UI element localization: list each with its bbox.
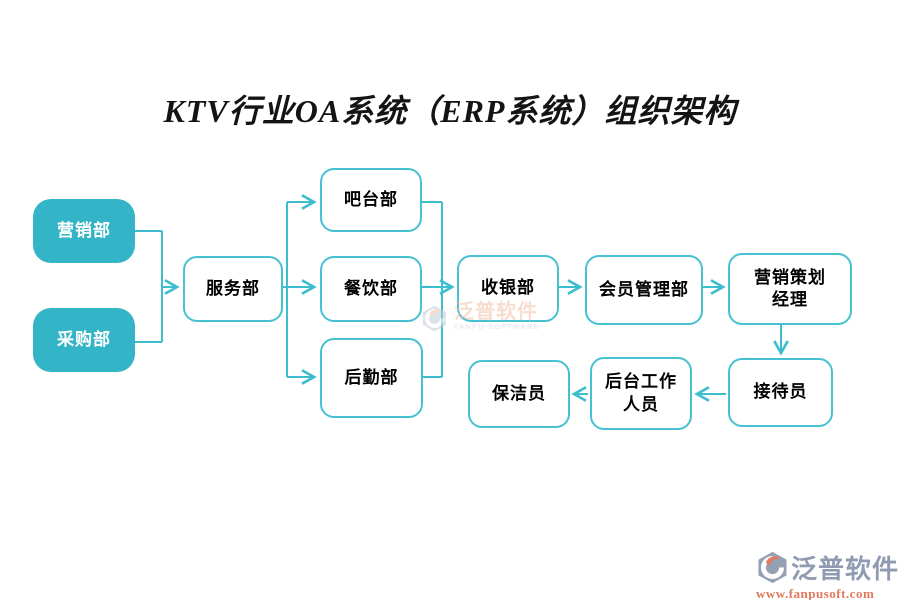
brand-footer: 泛普软件 www.fanpusoft.com — [756, 549, 899, 600]
page-title: KTV行业OA系统（ERP系统）组织架构 — [163, 93, 737, 129]
brand-url-link[interactable]: www.fanpusoft.com — [756, 586, 875, 600]
watermark-name: 泛普软件 — [454, 301, 538, 323]
node-marketing-planning-manager: 营销策划 经理 — [728, 253, 852, 325]
node-membership-dept: 会员管理部 — [585, 255, 703, 325]
fanpu-logo-icon — [423, 305, 446, 332]
center-watermark: 泛普软件 FANPU SOFTWARE — [421, 302, 540, 332]
watermark-subtitle: FANPU SOFTWARE — [454, 324, 540, 331]
node-cashier-dept: 收银部 — [457, 255, 559, 322]
node-logistics-dept: 后勤部 — [320, 338, 423, 418]
node-purchasing-dept: 采购部 — [33, 308, 135, 372]
node-service-dept: 服务部 — [183, 256, 283, 322]
node-catering-dept: 餐饮部 — [320, 256, 422, 322]
node-marketing-dept: 营销部 — [33, 199, 135, 263]
node-receptionist: 接待员 — [728, 358, 833, 427]
node-cleaner: 保洁员 — [468, 360, 570, 428]
node-backoffice-staff: 后台工作 人员 — [590, 357, 692, 430]
fanpu-logo-icon — [758, 551, 787, 584]
brand-name: 泛普软件 — [791, 555, 900, 584]
node-bar-dept: 吧台部 — [320, 168, 422, 232]
